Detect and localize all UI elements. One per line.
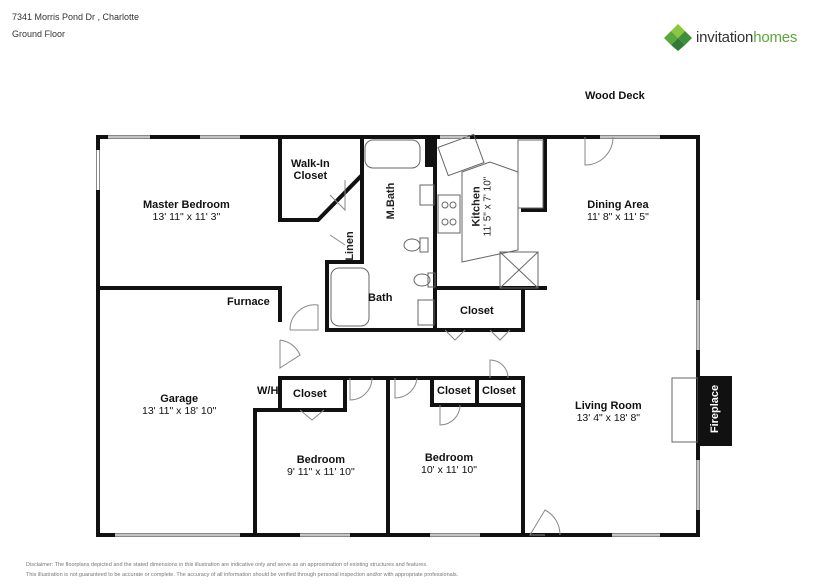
bedroom2-closet-b-label: Closet	[482, 385, 516, 397]
linen-label: Linen	[344, 231, 356, 261]
furnace-label: Furnace	[227, 296, 270, 308]
wood-deck-label: Wood Deck	[585, 90, 645, 102]
fireplace-label: Fireplace	[709, 384, 721, 434]
walk-in-closet-label: Walk-In Closet	[291, 158, 330, 182]
hall-closet-label: Closet	[460, 305, 494, 317]
bedroom2-label: Bedroom 10' x 11' 10"	[421, 452, 477, 476]
bedroom1-label: Bedroom 9' 11" x 11' 10"	[287, 454, 355, 478]
bath-label: Bath	[368, 292, 393, 304]
floor-label: Ground Floor	[12, 29, 66, 39]
logo-icon	[664, 24, 692, 51]
property-address: 7341 Morris Pond Dr , Charlotte	[12, 12, 140, 22]
dining-area-label: Dining Area 11' 8" x 11' 5"	[587, 199, 649, 223]
logo-wordmark: invitationhomes	[696, 28, 798, 46]
bedroom2-closet-a-label: Closet	[437, 385, 471, 397]
living-room-label: Living Room 13' 4" x 18' 8"	[575, 400, 642, 424]
bedroom1-closet-label: Closet	[293, 388, 327, 400]
disclaimer-line-1: Disclaimer: The floorplans depicted and …	[26, 562, 428, 568]
master-bedroom-label: Master Bedroom 13' 11" x 11' 3"	[143, 199, 230, 223]
kitchen-label: Kitchen 11' 5" x 7' 10"	[470, 176, 494, 237]
m-bath-label: M.Bath	[385, 182, 397, 220]
garage-label: Garage 13' 11" x 18' 10"	[142, 393, 217, 417]
company-logo: invitationhomes	[664, 22, 797, 52]
disclaimer-line-2: This illustration is not guaranteed to b…	[26, 572, 459, 578]
water-heater-label: W/H	[257, 385, 279, 397]
